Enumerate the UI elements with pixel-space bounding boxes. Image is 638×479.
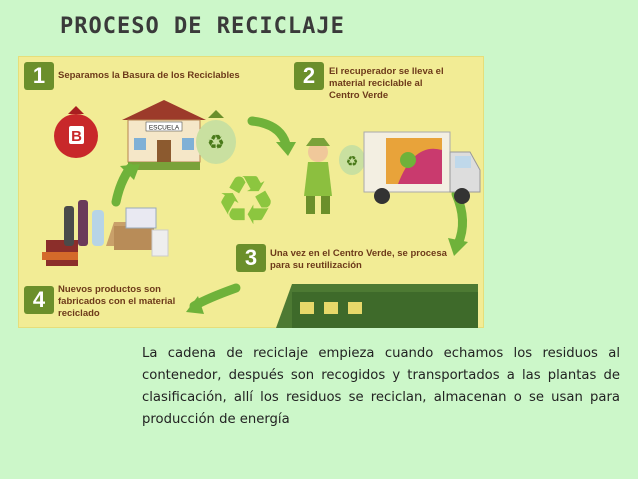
recycler-person-icon: ♻ bbox=[304, 138, 365, 214]
step-3-number: 3 bbox=[236, 244, 266, 272]
infographic-illustrations: B ESCUELA ♻ ♻ bbox=[42, 100, 481, 328]
step-2-number: 2 bbox=[294, 62, 324, 90]
step-3-text: Una vez en el Centro Verde, se procesa p… bbox=[270, 248, 447, 271]
bag-letter: B bbox=[71, 128, 82, 145]
green-center-building-icon bbox=[276, 284, 478, 328]
svg-text:♻: ♻ bbox=[207, 132, 225, 154]
recycling-infographic: 1 Separamos la Basura de los Reciclables… bbox=[18, 56, 484, 328]
step-4-text: Nuevos productos son fabricados con el m… bbox=[58, 284, 176, 319]
school-sign: ESCUELA bbox=[149, 125, 180, 132]
step-2-text: El recuperador se lleva el material reci… bbox=[329, 66, 444, 101]
step-1-text: Separamos la Basura de los Reciclables bbox=[58, 70, 240, 81]
step-1-number: 1 bbox=[24, 62, 54, 90]
page-title: PROCESO DE RECICLAJE bbox=[60, 14, 345, 39]
trash-bag-icon: B bbox=[54, 106, 98, 158]
arrow-1-to-2-icon bbox=[247, 116, 291, 149]
school-house-icon: ESCUELA bbox=[122, 100, 206, 170]
svg-text:♻: ♻ bbox=[346, 153, 359, 169]
caption-paragraph: La cadena de reciclaje empieza cuando ec… bbox=[142, 346, 620, 427]
recyclable-bag-icon: ♻ bbox=[196, 110, 236, 164]
recycle-symbol-icon: ♻ bbox=[216, 163, 277, 239]
recycling-truck-icon bbox=[363, 131, 481, 204]
recycled-products-icon bbox=[42, 200, 169, 266]
step-4-number: 4 bbox=[24, 286, 54, 314]
